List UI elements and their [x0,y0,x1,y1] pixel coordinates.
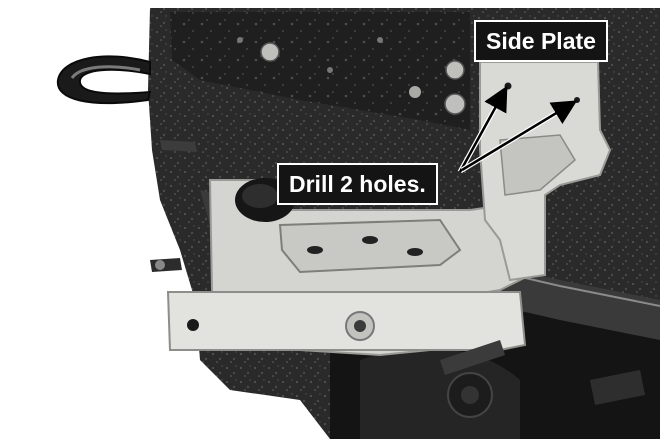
angle-bracket [278,218,462,274]
side-plate-label: Side Plate [474,20,608,62]
drill-holes-label: Drill 2 holes. [277,163,438,205]
